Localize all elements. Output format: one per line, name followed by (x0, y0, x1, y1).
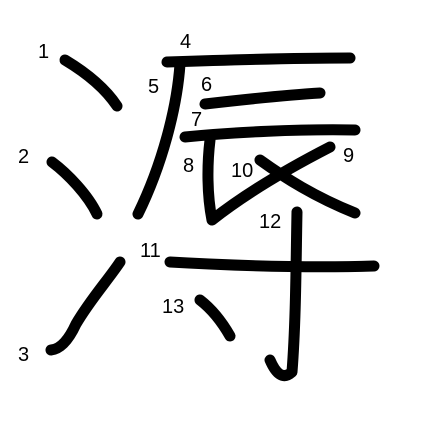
stroke-11 (264, 206, 303, 381)
stroke-10 (164, 256, 380, 273)
stroke-number-labels: 1 2 3 4 5 6 7 8 9 10 11 12 13 (18, 31, 354, 366)
stroke-number-13: 13 (162, 296, 184, 318)
stroke-number-3: 3 (18, 344, 29, 366)
stroke-number-12: 12 (259, 211, 281, 233)
stroke-number-10: 10 (231, 160, 253, 182)
stroke-9 (254, 154, 361, 219)
stroke-1 (59, 54, 123, 112)
stroke-number-5: 5 (148, 76, 159, 98)
stroke-7 (179, 124, 361, 143)
stroke-5 (132, 58, 186, 220)
stroke-number-8: 8 (183, 155, 194, 177)
stroke-number-6: 6 (201, 74, 212, 96)
stroke-6 (199, 87, 326, 110)
strokes (45, 52, 380, 381)
stroke-2 (46, 156, 103, 220)
stroke-number-2: 2 (18, 146, 29, 168)
stroke-8 (202, 134, 336, 226)
stroke-number-4: 4 (180, 31, 191, 53)
stroke-number-9: 9 (343, 145, 354, 167)
stroke-number-1: 1 (38, 41, 49, 63)
stroke-12 (194, 294, 236, 342)
stroke-3 (45, 256, 126, 356)
stroke-4 (161, 52, 356, 68)
stroke-number-11: 11 (140, 240, 161, 262)
stroke-number-7: 7 (191, 109, 202, 131)
